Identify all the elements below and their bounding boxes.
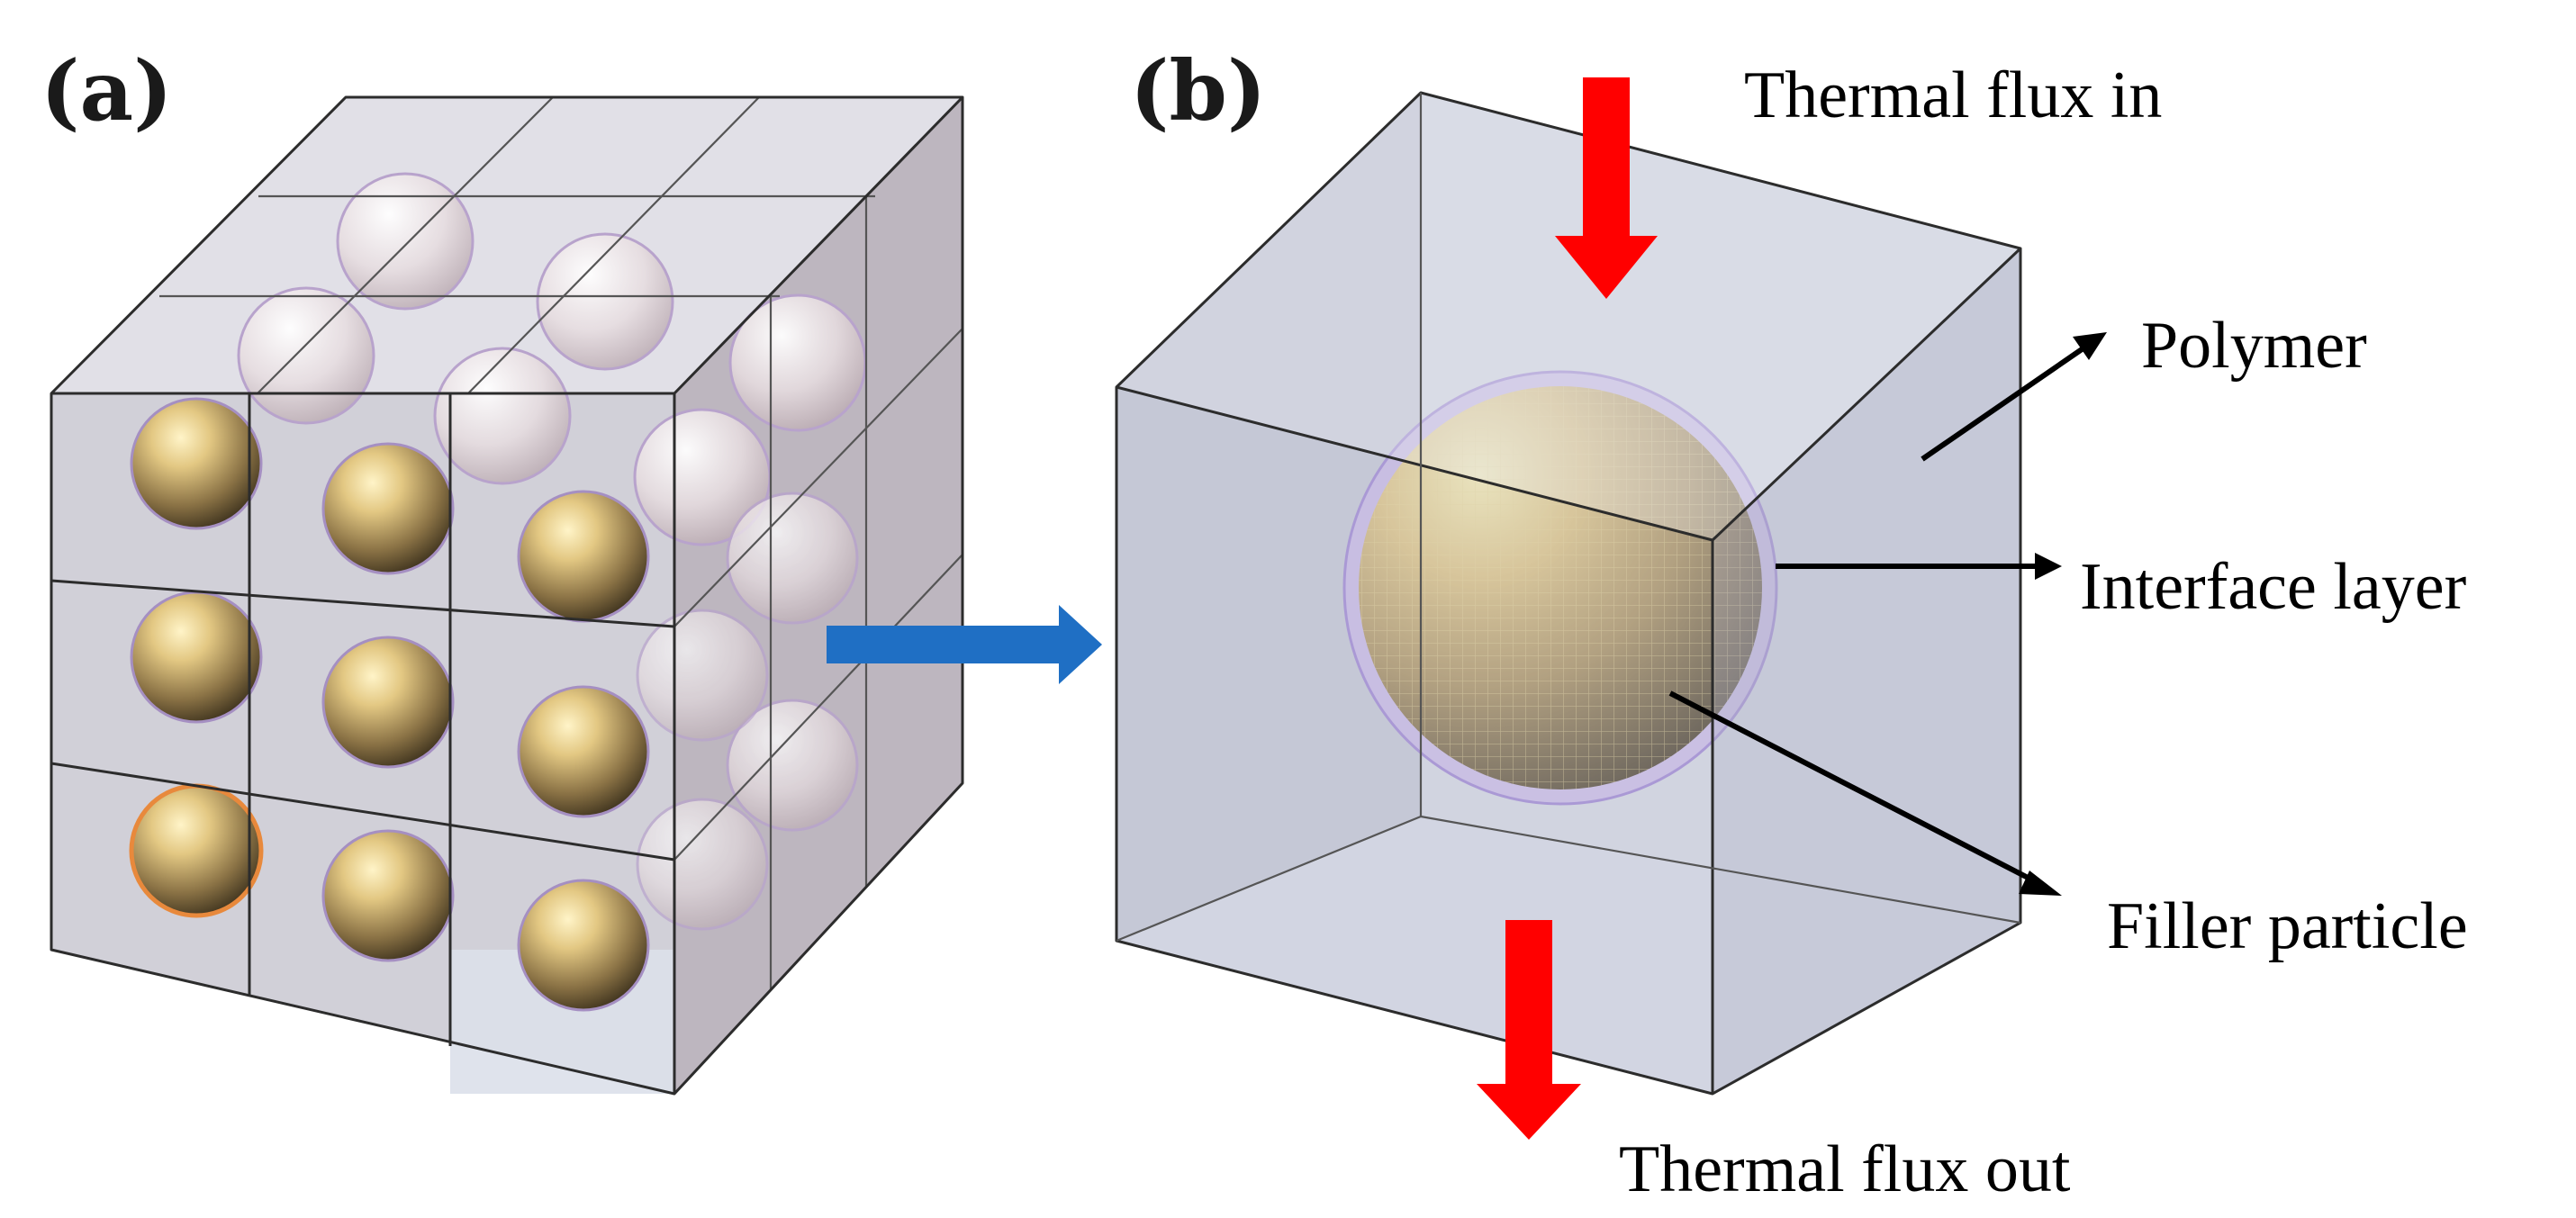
sphere (517, 490, 650, 623)
array-outline (50, 95, 964, 1096)
sphere (517, 879, 650, 1012)
interface-pointer (1776, 553, 2062, 580)
panel-b-label: (b) (1130, 42, 1266, 140)
unit-cell-array (50, 95, 964, 1096)
sphere (321, 636, 455, 769)
sphere (336, 172, 475, 311)
sphere (237, 286, 375, 425)
filler-particle-label: Filler particle (2107, 889, 2468, 963)
sphere (536, 232, 674, 371)
transition-arrow (827, 605, 1102, 684)
cell-outline (1115, 91, 2022, 1096)
highlighted-sphere (129, 783, 264, 918)
sphere (321, 829, 455, 962)
cell-hidden-edges (1116, 93, 2021, 943)
interface-layer-label: Interface layer (2080, 550, 2466, 624)
thermal-flux-in-arrow (1555, 77, 1658, 299)
cell-front-face (1116, 387, 1713, 1094)
filler-pointer (1668, 690, 2062, 896)
sphere (321, 442, 455, 575)
panel-a-label: (a) (41, 42, 173, 140)
sphere (433, 347, 572, 485)
unit-cell (1115, 91, 2022, 1096)
thermal-flux-out-label: Thermal flux out (1619, 1132, 2071, 1206)
cell-top-face (1116, 93, 2020, 540)
sphere (130, 591, 263, 724)
array-grid-lines (159, 96, 963, 990)
sphere (130, 397, 263, 530)
polymer-label: Polymer (2141, 309, 2367, 383)
sphere (726, 492, 859, 625)
thermal-flux-in-label: Thermal flux in (1744, 59, 2162, 132)
sphere (636, 609, 769, 742)
array-spheres-front (129, 397, 650, 1012)
array-front-grid (50, 393, 675, 1046)
sphere (636, 798, 769, 931)
sphere (726, 699, 859, 832)
thermal-flux-out-arrow (1477, 920, 1581, 1140)
polymer-pointer (1921, 332, 2107, 462)
array-spheres-back (237, 172, 867, 931)
sphere (517, 685, 650, 818)
